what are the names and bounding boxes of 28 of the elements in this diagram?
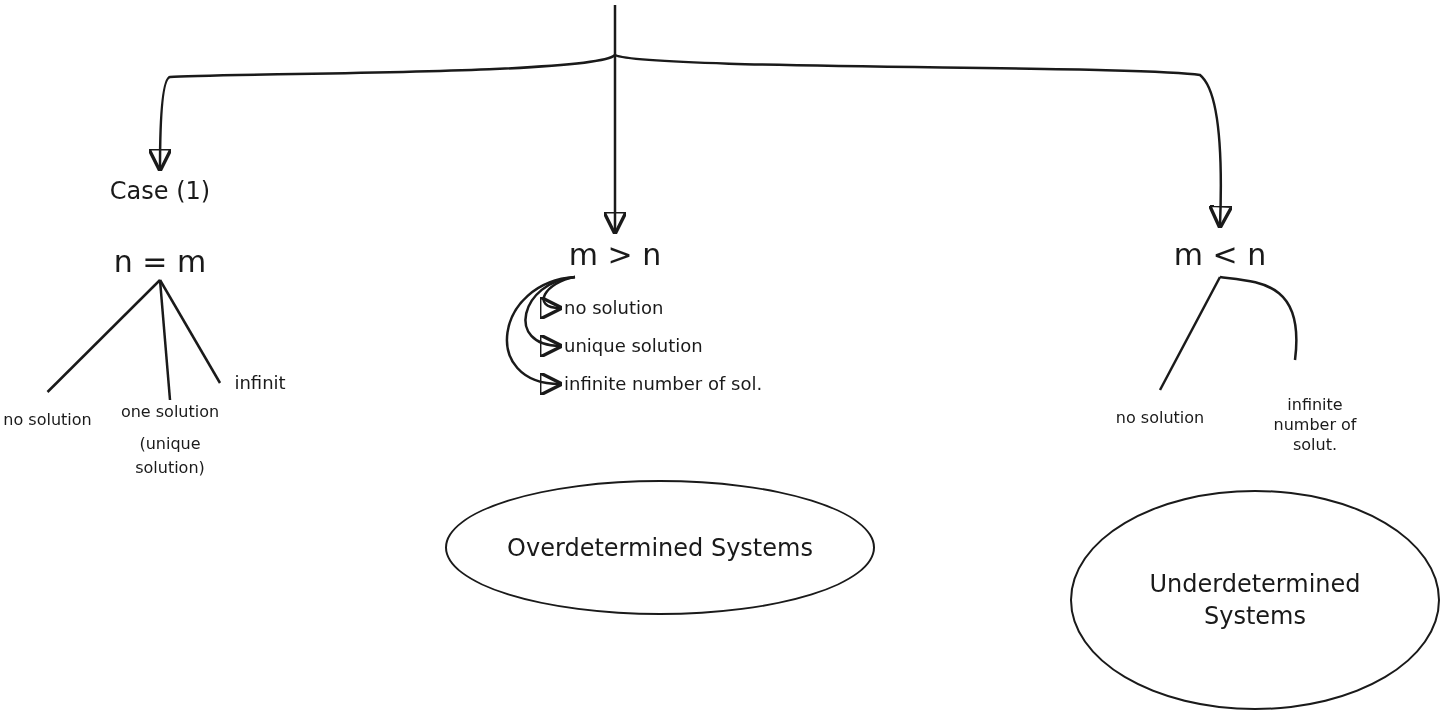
system-label: Underdetermined Systems [1148,569,1362,632]
outcome-label: unique solution [560,330,740,362]
outcome-label: no solution [0,392,95,447]
outcome-label: infinite number of solut. [1255,385,1375,465]
outcome-label: one solution [120,401,220,423]
branch-line [1158,276,1222,391]
outcome-label: no solution [1110,390,1210,445]
arrow [537,275,576,320]
outcome-label: infinite number of sol. [560,368,800,400]
arrow [506,275,576,395]
inequality-label: m > n [545,232,685,277]
branch-line [158,279,172,401]
branch-line [1219,275,1298,361]
arrow [602,55,628,236]
arrow [147,53,616,173]
outcome-label: infinit [220,368,300,398]
system-label: Overdetermined Systems [507,532,813,564]
inequality-label: m < n [1150,232,1290,277]
branch-line [158,279,222,384]
ellipse [445,480,875,615]
outcome-label: no solution [560,292,710,324]
ellipse [1070,490,1440,710]
equation-label: n = m [113,244,207,280]
arrow [614,53,1234,230]
arrow [524,275,576,357]
case-heading: Case (1) [109,176,211,207]
outcome-note: (unique solution) [134,433,206,479]
branch-line [46,279,161,393]
